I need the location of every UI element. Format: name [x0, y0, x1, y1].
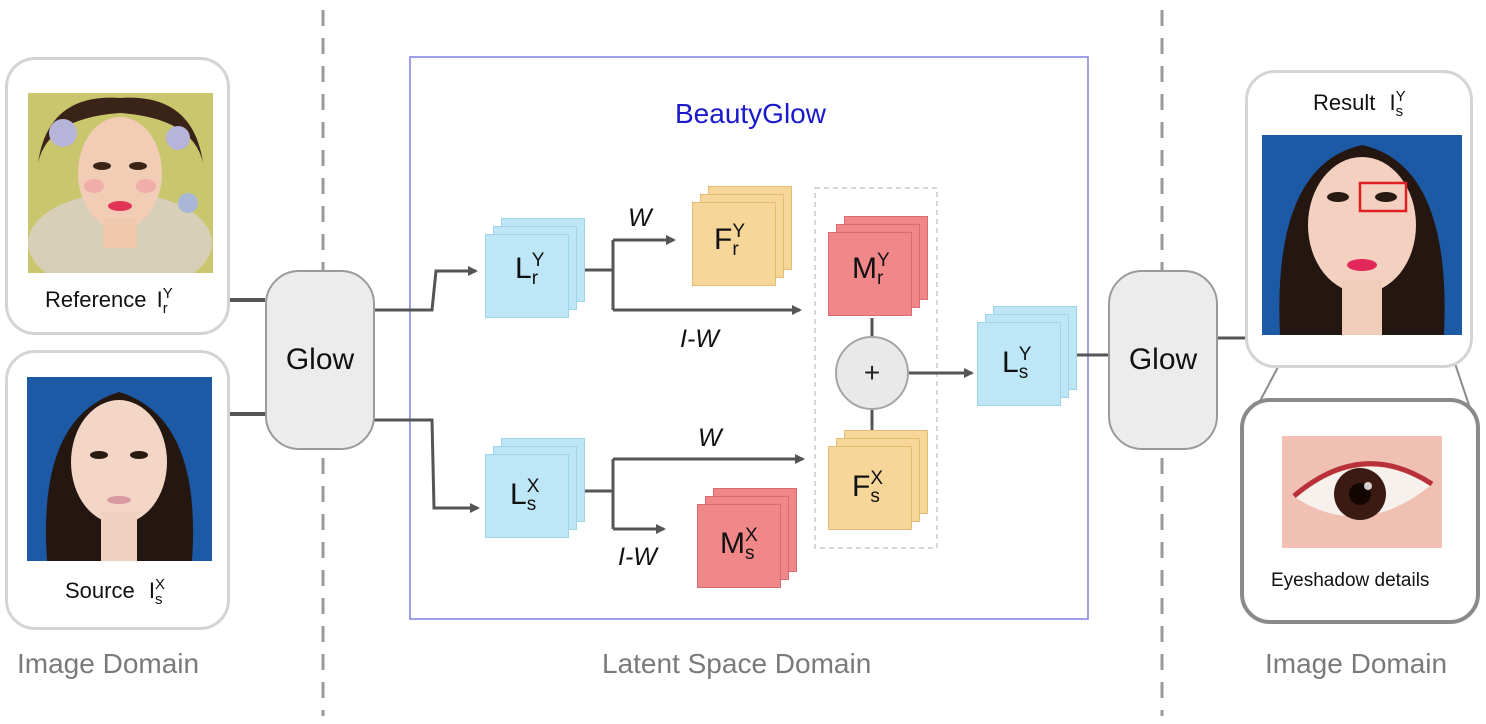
domain-label-left: Image Domain	[17, 648, 200, 679]
glow-decoder-label: Glow	[1128, 343, 1198, 376]
beautyglow-frame	[409, 56, 1089, 620]
source-text: Source	[65, 577, 135, 603]
glow-encoder: Glow	[265, 270, 375, 450]
source-photo	[27, 377, 212, 561]
edge-label-bottom-iw: I-W	[618, 543, 657, 571]
eye-highlight-box	[1358, 181, 1408, 213]
glow-to-lr-arrow	[374, 266, 478, 312]
fusion-group-box	[814, 187, 938, 549]
reference-photo	[28, 93, 213, 273]
glow-to-ls-arrow	[374, 418, 480, 513]
glow-encoder-label: Glow	[285, 343, 355, 376]
eyeshadow-photo	[1282, 436, 1442, 548]
fusion-plus-node: +	[835, 336, 909, 410]
reference-text: Reference	[45, 286, 147, 312]
domain-label-center: Latent Space Domain	[602, 648, 872, 679]
eyeshadow-caption: Eyeshadow details	[1271, 570, 1430, 591]
domain-label-right: Image Domain	[1265, 648, 1448, 679]
edge-label-bottom-w: W	[698, 424, 722, 452]
result-text: Result	[1313, 89, 1376, 115]
edge-label-top-w: W	[628, 204, 652, 232]
eyeshadow-card: Eyeshadow details	[1240, 398, 1480, 624]
glow-decoder: Glow	[1108, 270, 1218, 450]
fusion-plus-label: +	[863, 357, 881, 388]
result-photo	[1262, 135, 1462, 335]
diagram-title: BeautyGlow	[675, 98, 826, 129]
edge-label-top-iw: I-W	[680, 325, 719, 353]
